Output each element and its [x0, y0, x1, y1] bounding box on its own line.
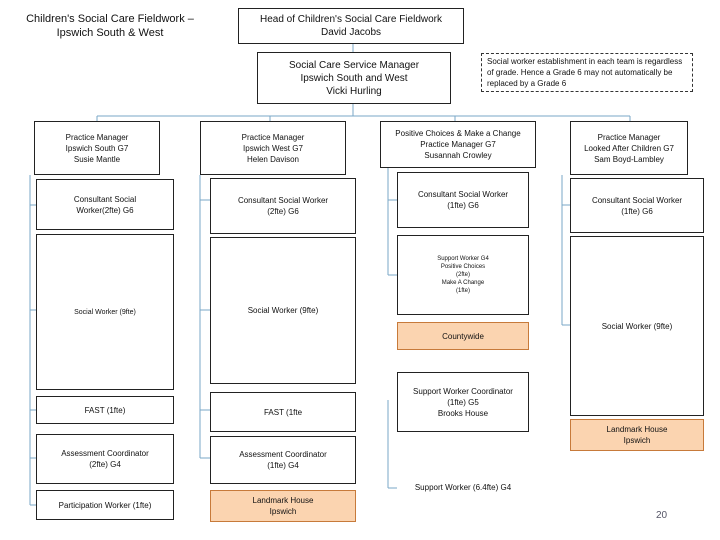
consultant-social-worker-box: Consultant Social Worker (1fte) G6: [570, 178, 704, 233]
social-worker-box: Social Worker (9fte): [570, 236, 704, 416]
establishment-note: Social worker establishment in each team…: [481, 53, 693, 92]
service-manager-box: Social Care Service Manager Ipswich Sout…: [257, 52, 451, 104]
head-of-fieldwork-box: Head of Children's Social Care Fieldwork…: [238, 8, 464, 44]
support-worker-coordinator-box: Support Worker Coordinator (1fte) G5 Bro…: [397, 372, 529, 432]
consultant-social-worker-box: Consultant Social Worker(2fte) G6: [36, 179, 174, 230]
practice-manager-positive-choices: Positive Choices & Make a Change Practic…: [380, 121, 536, 168]
landmark-house-location-box: Landmark House Ipswich: [210, 490, 356, 522]
practice-manager-looked-after-children: Practice Manager Looked After Children G…: [570, 121, 688, 175]
social-worker-box: Social Worker (9fte): [210, 237, 356, 384]
fast-box: FAST (1fte: [210, 392, 356, 432]
landmark-house-location-box: Landmark House Ipswich: [570, 419, 704, 451]
page-title: Children's Social Care Fieldwork – Ipswi…: [26, 13, 194, 39]
consultant-social-worker-box: Consultant Social Worker (1fte) G6: [397, 172, 529, 228]
support-worker-box: Support Worker G4 Positive Choices (2fte…: [397, 235, 529, 315]
assessment-coordinator-box: Assessment Coordinator (1fte) G4: [210, 436, 356, 484]
practice-manager-ipswich-south: Practice Manager Ipswich South G7 Susie …: [34, 121, 160, 175]
fast-box: FAST (1fte): [36, 396, 174, 424]
page-number: 20: [656, 510, 668, 521]
practice-manager-ipswich-west: Practice Manager Ipswich West G7 Helen D…: [200, 121, 346, 175]
countywide-box: Countywide: [397, 322, 529, 350]
participation-worker-box: Participation Worker (1fte): [36, 490, 174, 520]
support-worker-label: Support Worker (6.4fte) G4: [414, 483, 512, 492]
assessment-coordinator-box: Assessment Coordinator (2fte) G4: [36, 434, 174, 484]
consultant-social-worker-box: Consultant Social Worker (2fte) G6: [210, 178, 356, 234]
social-worker-box: Social Worker (9fte): [36, 234, 174, 390]
